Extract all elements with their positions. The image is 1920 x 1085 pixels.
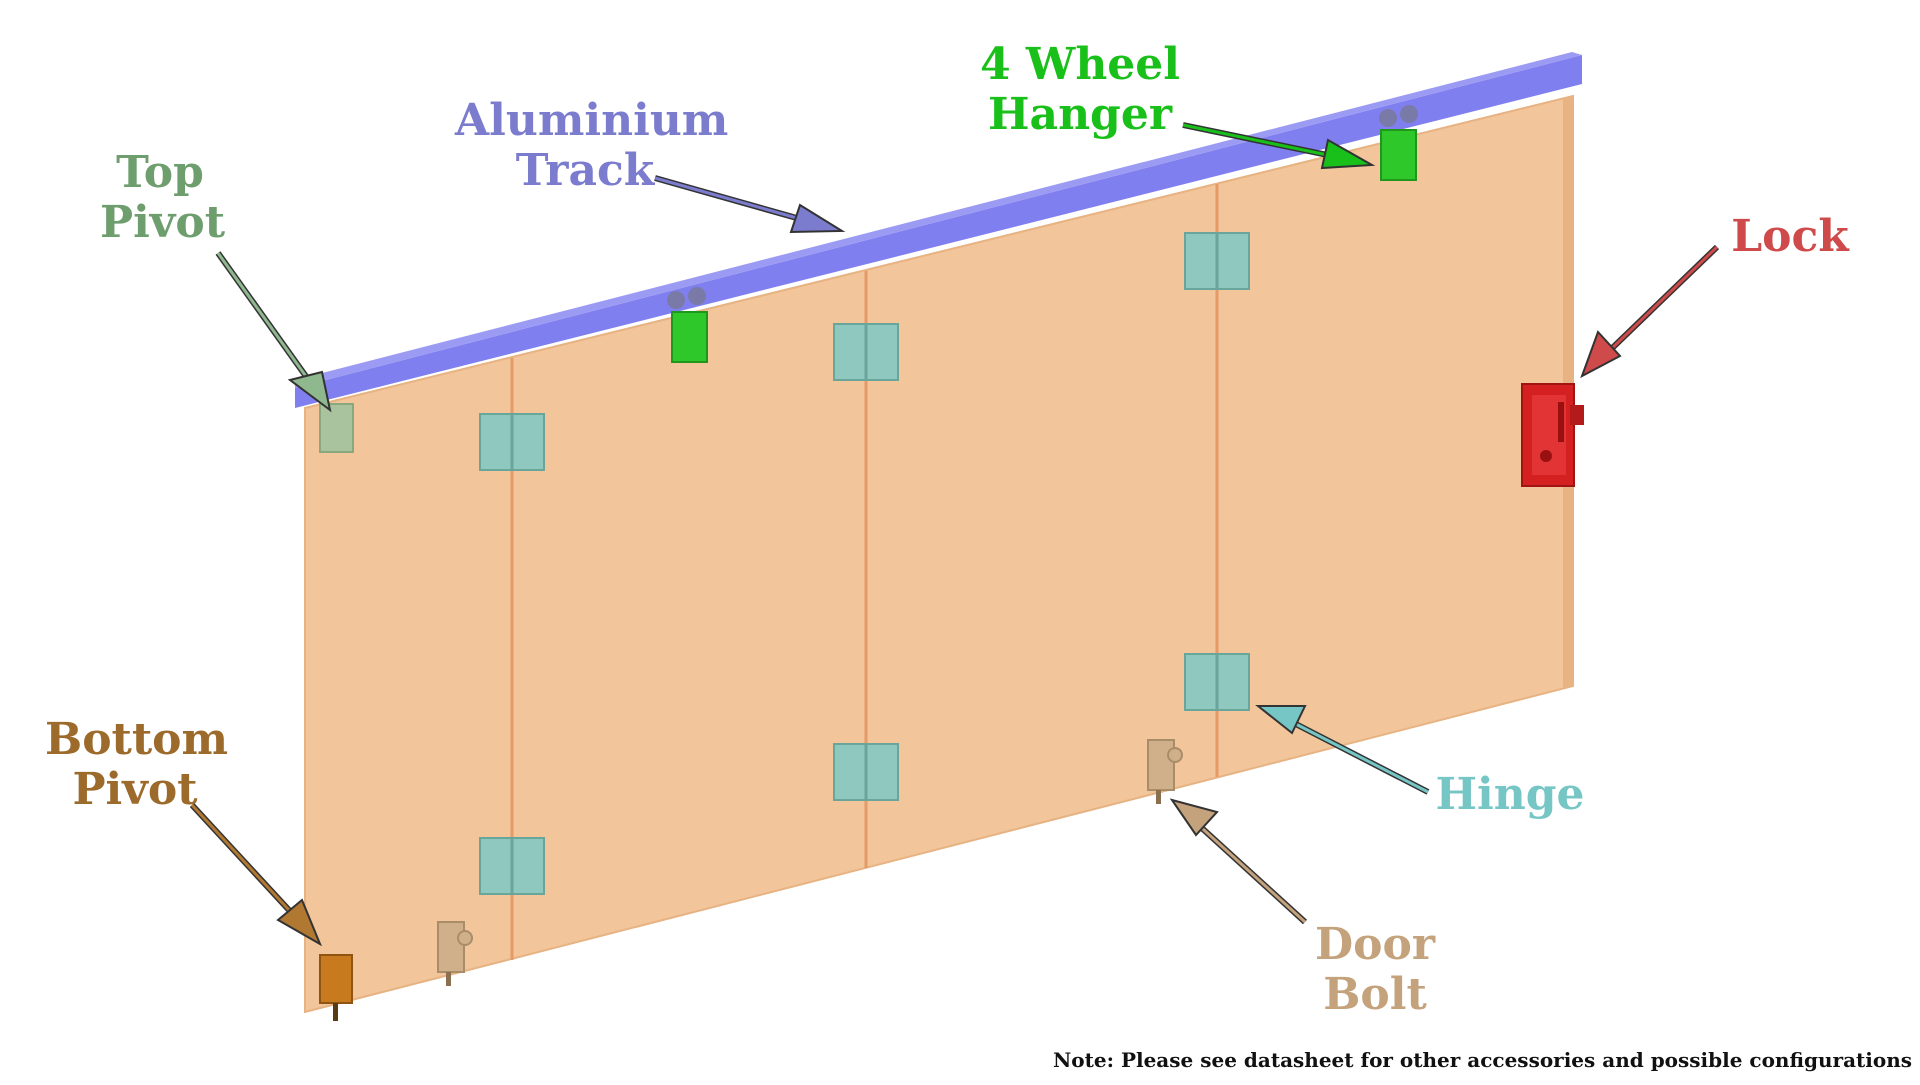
hinge-1	[479, 413, 545, 471]
hinge-5	[833, 743, 899, 801]
aluminium-track-label: Aluminium Track	[455, 95, 729, 196]
hinge-6	[479, 837, 545, 895]
top-pivot-arrow	[215, 251, 332, 413]
aluminium-track-label-line1: Aluminium	[455, 95, 729, 146]
wheel-hanger-label-line2: Hanger	[987, 89, 1172, 140]
hinge-4	[1184, 653, 1250, 711]
wheel-hanger-label: 4 Wheel Hanger	[975, 40, 1185, 140]
top-pivot-label-line1: Top	[116, 147, 204, 198]
hinge-2	[833, 323, 899, 381]
lock-arrow	[1580, 244, 1720, 379]
top-pivot	[319, 403, 354, 453]
bottom-pivot	[319, 954, 353, 1021]
hinge-3	[1184, 232, 1250, 290]
door-bolt-arrow	[1169, 798, 1308, 925]
lock-label: Lock	[1720, 212, 1860, 262]
aluminium-track-label-line2: Track	[515, 145, 655, 196]
top-pivot-label-line2: Pivot	[100, 197, 226, 248]
wheel-hanger-arrow	[1182, 122, 1376, 170]
aluminium-track-top	[295, 52, 1582, 388]
lock-label-line1: Lock	[1731, 211, 1849, 262]
bottom-pivot-label-line2: Pivot	[72, 764, 198, 815]
door-bolt-2	[437, 921, 473, 986]
door-bolt-label-line1: Door	[1314, 919, 1436, 970]
door-bolt-1	[1147, 739, 1183, 804]
wheel-hanger-1	[667, 287, 708, 363]
wheel-hanger-2	[1379, 105, 1418, 181]
hinge-label: Hinge	[1435, 770, 1585, 820]
hinge-arrow	[1255, 705, 1430, 795]
datasheet-note: Note: Please see datasheet for other acc…	[1053, 1048, 1912, 1072]
hinge-label-line1: Hinge	[1435, 769, 1585, 820]
bottom-pivot-arrow	[189, 802, 323, 947]
top-pivot-label: Top Pivot	[100, 147, 226, 248]
door-bolt-label: Door Bolt	[1305, 920, 1445, 1020]
bottom-pivot-label-line1: Bottom	[45, 714, 229, 765]
bottom-pivot-label: Bottom Pivot	[45, 714, 229, 815]
door-bolt-label-line2: Bolt	[1323, 969, 1427, 1020]
aluminium-track-arrow	[654, 175, 846, 234]
wheel-hanger-label-line1: 4 Wheel	[979, 39, 1181, 90]
lock	[1521, 383, 1584, 487]
